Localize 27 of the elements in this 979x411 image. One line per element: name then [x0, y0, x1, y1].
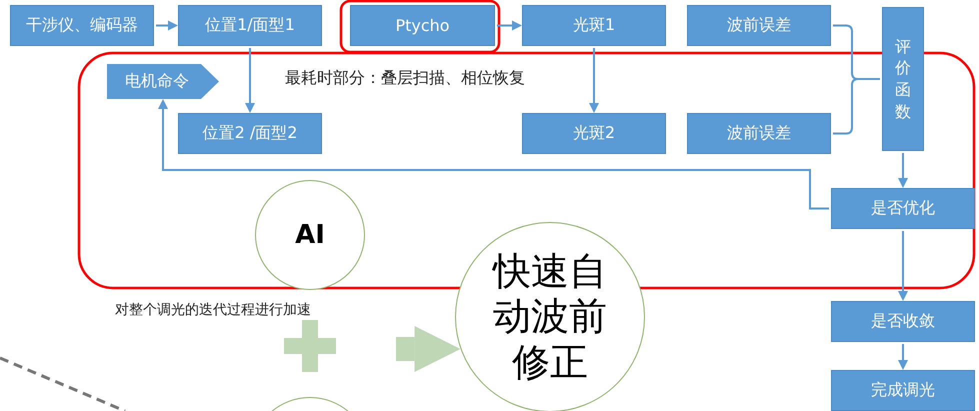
note-text: 最耗时部分：叠层扫描、相位恢复 — [285, 68, 525, 89]
bracket-connector — [833, 78, 880, 134]
process-box: 干涉仪、编码器 — [10, 5, 154, 46]
arrow — [245, 48, 255, 113]
process-box: 波前误差 — [687, 5, 831, 46]
process-box: 完成调光 — [831, 370, 975, 411]
process-box: 位置1/面型1 — [178, 5, 322, 46]
process-box: 评价函数 — [882, 7, 924, 151]
process-box: 光斑2 — [522, 113, 666, 154]
process-box: 是否收敛 — [831, 301, 975, 342]
pentagon-arrow-box: 电机命令 — [107, 64, 219, 99]
arrow — [589, 48, 599, 113]
arrow — [158, 99, 829, 210]
process-box: 光斑1 — [522, 5, 666, 46]
arrow — [497, 20, 522, 30]
ai-circle: AI — [255, 180, 365, 290]
arrow — [898, 153, 908, 188]
arrow — [156, 20, 178, 30]
process-box: 是否优化 — [831, 188, 975, 229]
process-box: 位置2 /面型2 — [178, 113, 322, 154]
note-text: 对整个调光的迭代过程进行加速 — [115, 301, 311, 319]
process-box: Ptycho — [350, 5, 495, 46]
arrow — [898, 344, 908, 370]
goal-circle: 快速自动波前修正 — [455, 222, 645, 411]
block-arrow — [396, 326, 461, 372]
process-box: 波前误差 — [687, 113, 831, 154]
arrow — [898, 231, 908, 301]
